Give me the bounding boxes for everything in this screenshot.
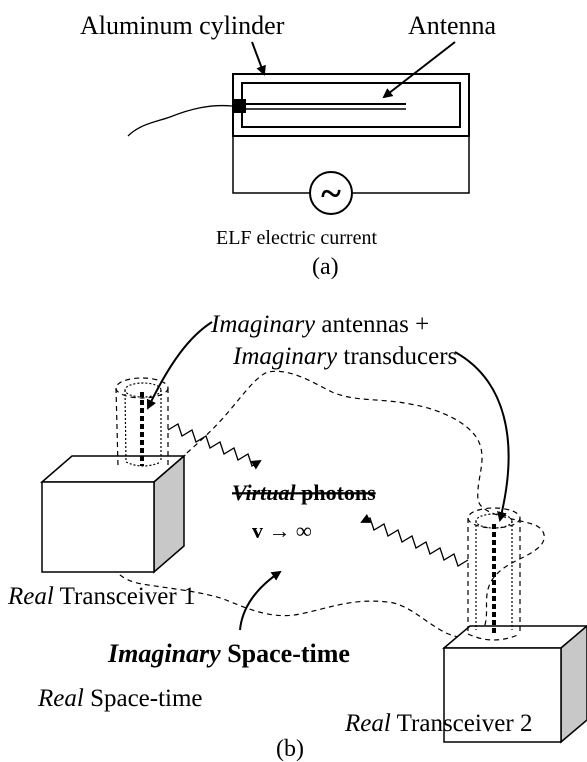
cylinder-pointer-arrow-icon [251,41,266,76]
aluminum-cylinder-label: Aluminum cylinder [80,11,285,40]
transceiver-2-box-icon [441,625,587,744]
arrow-to-antenna-2-icon [454,351,510,522]
wavy-photon-1-icon [167,423,262,470]
transceiver-1-box-icon [39,454,187,574]
arrow-to-spacetime-icon [239,570,282,631]
imaginary-antenna-2-cylinder-icon [467,507,521,641]
ac-symbol: ~ [321,173,341,215]
antenna-pointer-arrow-icon [382,41,456,99]
virtual-photons-label: Virtual photons [232,480,376,505]
wavy-photon-2-icon [360,513,469,567]
antenna-label: Antenna [408,11,497,40]
imaginary-antennas-label: Imaginary antennas + [210,311,429,338]
arrow-to-antenna-1-icon [146,321,213,410]
real-spacetime-label: Real Space-time [37,685,203,712]
transceiver-1-label: Real Transceiver 1 [7,583,195,610]
imaginary-antenna-1-cylinder-icon [115,377,169,467]
elf-current-label: ELF electric current [216,227,377,249]
panel-a: Aluminum cylinder Antenna ~ ELF electric… [80,11,497,280]
panel-b: Imaginary antennas + Imaginary transduce… [7,311,587,762]
caption-b: (b) [276,736,304,762]
connector [232,99,246,113]
velocity-label: v → ∞ [252,518,312,543]
imaginary-spacetime-boundary [113,370,545,639]
circuit-wire [232,136,310,194]
cable [127,104,233,137]
imaginary-spacetime-label: Imaginary Space-time [107,639,350,668]
caption-a: (a) [312,254,339,280]
imaginary-transducers-label: Imaginary transducers [232,343,457,370]
circuit-wire-right [352,136,470,194]
ac-source-icon [309,171,353,215]
transceiver-2-label: Real Transceiver 2 [344,710,532,737]
